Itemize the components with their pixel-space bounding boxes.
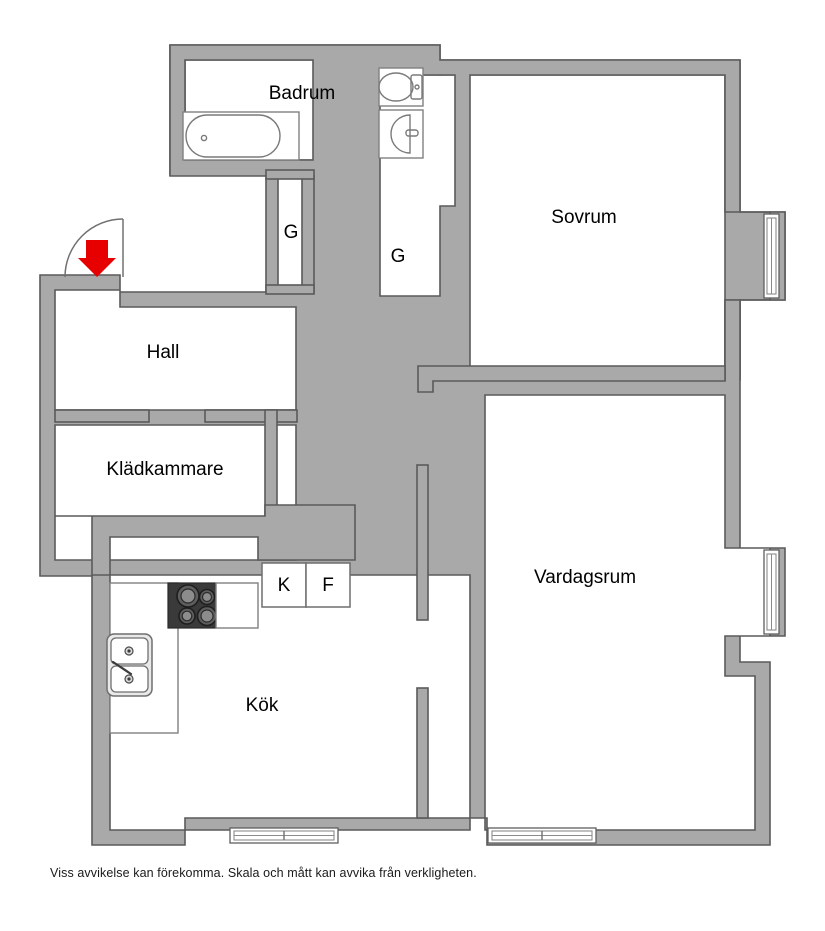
- kitchen-bulkhead: [55, 504, 356, 576]
- badrum-g-divider: [265, 175, 279, 293]
- partition-stub-lower: [416, 687, 429, 819]
- sink-faucet-icon: [111, 660, 133, 676]
- cabinet-label-f: F: [322, 575, 334, 596]
- toilet-bowl: [378, 72, 414, 102]
- window-sovrum[interactable]: [763, 213, 780, 299]
- windows: [229, 213, 780, 844]
- toilet-icon: [378, 67, 424, 107]
- interior-partitions: [54, 169, 726, 819]
- bathtub-icon: [185, 114, 281, 158]
- room-label-kladkammare: Klädkammare: [106, 459, 223, 480]
- closet-label-bathroom: G: [391, 246, 406, 267]
- closet-hall-top: [265, 169, 315, 180]
- kitchen-counter-right: [215, 582, 259, 629]
- entry-arrow-icon: [78, 240, 116, 277]
- partition-sovrum-vardagsrum: [417, 365, 726, 393]
- room-label-sovrum: Sovrum: [551, 207, 616, 228]
- kitchen-sink-icon: [106, 633, 153, 697]
- washbasin-bowl: [390, 114, 411, 154]
- room-label-kok: Kök: [246, 695, 279, 716]
- closet-hall-right-wall: [301, 175, 315, 293]
- kitchen-fixtures: [106, 562, 351, 734]
- closet-label-hall: G: [284, 222, 299, 243]
- stove-burner-4-inner: [200, 609, 214, 623]
- window-vardagsrum-bottom[interactable]: [487, 827, 597, 844]
- washbasin-faucet-icon: [405, 129, 419, 137]
- toilet-cistern: [410, 74, 423, 100]
- room-labels: Badrum Sovrum Hall Klädkammare Vardagsru…: [106, 83, 636, 716]
- bathroom-fixtures: [182, 67, 424, 161]
- stove-burner-3-inner: [181, 610, 193, 622]
- room-label-vardagsrum: Vardagsrum: [534, 567, 636, 588]
- kladkammare-wall-right-vertical: [264, 409, 278, 521]
- partition-stub-upper: [416, 464, 429, 621]
- cabinet-label-k: K: [278, 575, 291, 596]
- stove-icon: [167, 582, 218, 629]
- window-kok[interactable]: [229, 827, 339, 844]
- bathtub-drain-icon: [200, 134, 208, 142]
- room-label-badrum: Badrum: [269, 83, 336, 104]
- stove-burner-2-inner: [201, 591, 213, 603]
- entry-door-swing-arc: [64, 218, 124, 278]
- entry-door[interactable]: [64, 218, 124, 278]
- disclaimer-text: Viss avvikelse kan förekomma. Skala och …: [50, 866, 477, 880]
- room-label-hall: Hall: [147, 342, 180, 363]
- cabinet-f-box: [305, 562, 351, 608]
- closet-hall-bottom: [265, 284, 315, 295]
- kladkammare-wall-right: [204, 409, 298, 423]
- washbasin-icon: [378, 109, 424, 159]
- window-vardagsrum-right[interactable]: [763, 549, 780, 635]
- kladkammare-wall-left: [54, 409, 150, 423]
- sink-drain-1-dot: [127, 649, 131, 653]
- toilet-flush-icon: [414, 84, 420, 90]
- sink-drain-2-dot: [127, 677, 131, 681]
- bathtub-enclosure: [182, 111, 300, 161]
- stove-burner-1-inner: [180, 588, 196, 604]
